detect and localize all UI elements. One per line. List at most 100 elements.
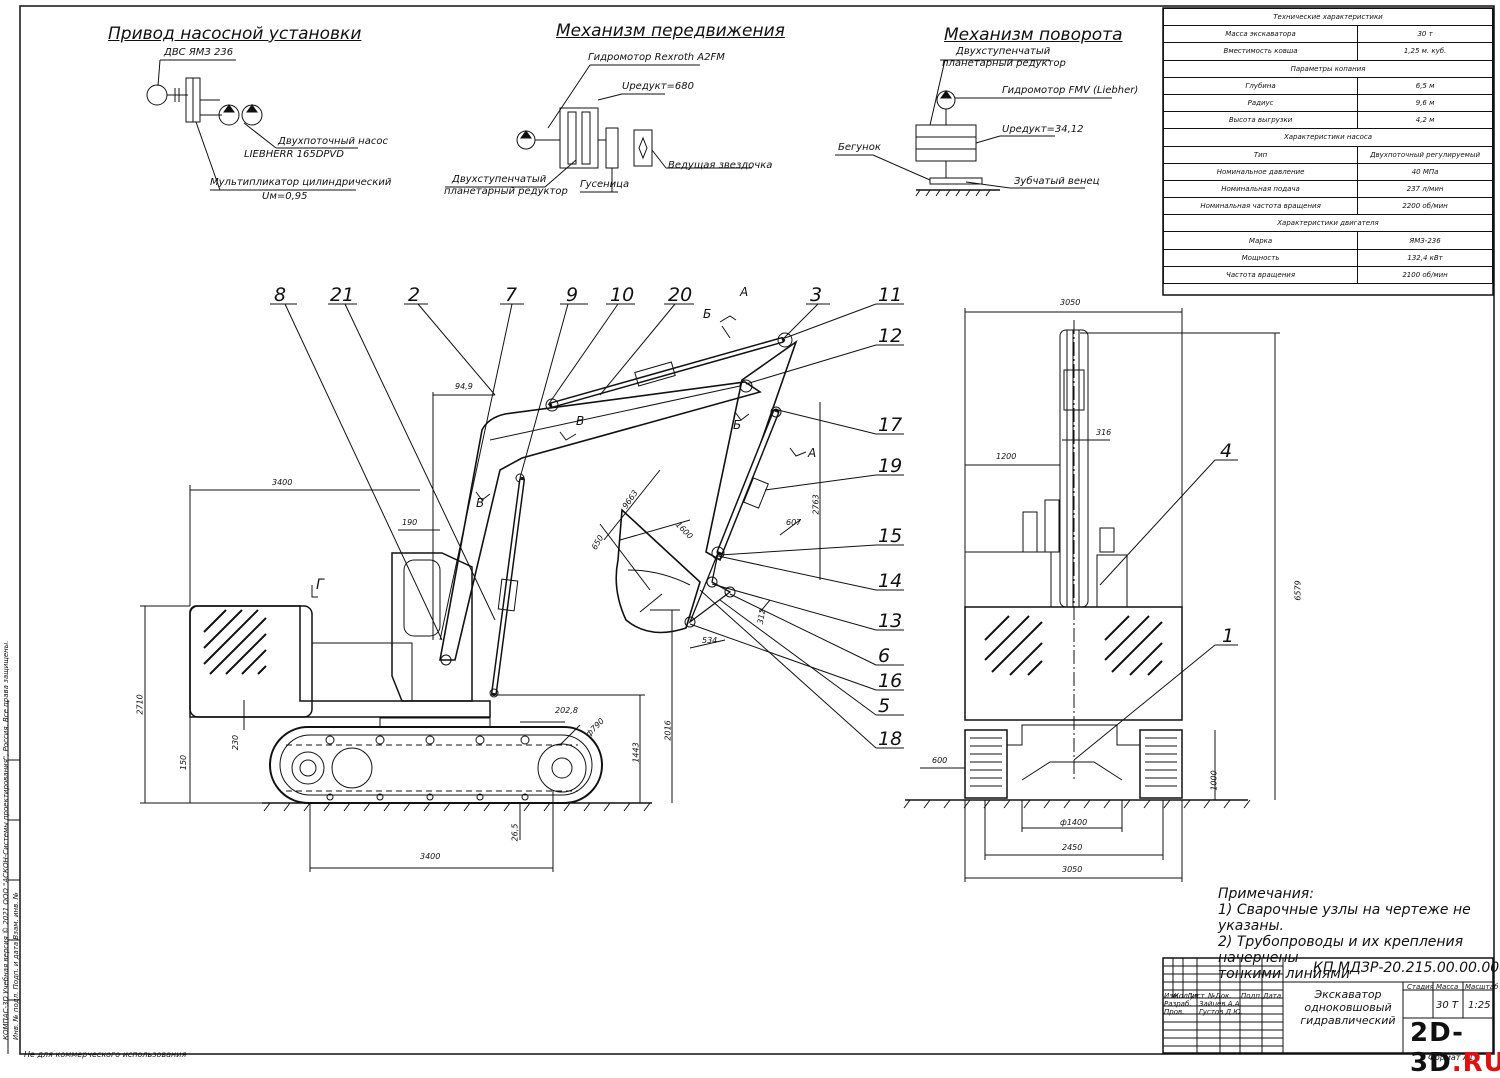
notes-line-1: 1) Сварочные узлы на чертеже не указаны.	[1218, 902, 1471, 934]
callout-4: 4	[1220, 440, 1233, 462]
watermark-right: .RU	[1451, 1048, 1500, 1078]
spec-value: 6,5 м	[1357, 76, 1493, 95]
dim-190: 190	[402, 518, 418, 527]
spec-section-title: Параметры копания	[1163, 59, 1493, 78]
notes-title: Примечания:	[1218, 886, 1314, 902]
callout-21: 21	[330, 284, 355, 306]
notes-line-2: 2) Трубопроводы и их крепления начерчены	[1218, 934, 1464, 966]
product-name: Экскаватор одноковшовый гидравлический	[1293, 988, 1403, 1027]
spec-value: 4,2 м	[1357, 111, 1493, 130]
sprocket-label: Ведущая звездочка	[668, 160, 773, 171]
callout-1: 1	[1222, 625, 1235, 647]
spec-section-header: Параметры копания	[1163, 59, 1493, 78]
spec-section-header: Характеристики двигателя	[1163, 214, 1493, 233]
callout-18: 18	[878, 728, 903, 750]
pump-model-label: LIEBHERR 165DPVD	[244, 149, 344, 160]
section-mark-a-top: А	[740, 285, 749, 299]
travel-reducer-1: Двухступенчатый	[452, 174, 547, 185]
excavator-front-view	[904, 308, 1280, 882]
ring-gear-label: Зубчатый венец	[1014, 176, 1100, 187]
dim-2016: 2016	[663, 720, 673, 741]
footer-note: Не для коммерческого использования	[24, 1050, 187, 1059]
excavator-side-view	[140, 304, 904, 872]
strip-columns: Инв. № подл. Подп. и дата Взам. инв. №	[12, 892, 20, 1040]
spec-value: 2200 об/мин	[1357, 197, 1493, 216]
spec-value: 30 т	[1357, 25, 1493, 44]
track-label: Гусеница	[580, 179, 630, 190]
spec-section-title: Характеристики двигателя	[1163, 214, 1493, 233]
col-kol: Кол.уч	[1174, 992, 1199, 1000]
spec-name: Частота вращения	[1162, 265, 1359, 285]
spec-value: 237 л/мин	[1357, 179, 1493, 199]
spec-name: Вместимость ковша	[1162, 42, 1359, 61]
sheet-frame	[20, 6, 1494, 1054]
section-mark-v-top: В	[576, 414, 585, 428]
spec-value: ЯМЗ-236	[1357, 231, 1493, 250]
swing-title: Механизм поворота	[944, 25, 1123, 45]
travel-scheme	[445, 65, 752, 192]
col-sign: Подп.	[1241, 992, 1263, 1000]
dim-6579: 6579	[1293, 580, 1303, 601]
callout-5: 5	[878, 695, 891, 717]
dim-2710: 2710	[135, 694, 145, 715]
notes-block: Примечания: 1) Сварочные узлы на чертеже…	[1218, 886, 1500, 982]
spec-name: Глубина	[1162, 76, 1359, 95]
side-strip: КОМПАС-3D Учебная версия © 2021 ООО "АСК…	[0, 640, 20, 1050]
spec-name: Номинальная частота вращения	[1162, 197, 1359, 216]
dim-1200: 1200	[996, 452, 1017, 461]
checker-role: Пров.	[1164, 1008, 1185, 1016]
callout-7: 7	[505, 284, 518, 306]
callout-2: 2	[408, 284, 421, 306]
title-block: КП.МДЗР-20.215.00.00.000СБ Экскаватор од…	[1163, 958, 1500, 1053]
spec-name: Масса экскаватора	[1162, 25, 1359, 44]
notes-line-3: тонкими линиями	[1218, 966, 1350, 982]
section-mark-v-bottom: В	[476, 496, 485, 510]
callout-17: 17	[878, 414, 903, 436]
swing-reducer-2: планетарный редуктор	[942, 58, 1066, 69]
callout-16: 16	[878, 670, 903, 692]
callout-6: 6	[878, 645, 891, 667]
copyright-text: КОМПАС-3D Учебная версия © 2021 ООО "АСК…	[2, 640, 10, 1040]
dim-3050-top: 3050	[1060, 298, 1081, 307]
swing-scheme	[835, 60, 1112, 196]
callout-9: 9	[566, 284, 579, 306]
product-name-3: гидравлический	[1300, 1014, 1396, 1027]
callout-13: 13	[878, 610, 903, 632]
product-name-1: Экскаватор	[1314, 988, 1382, 1001]
section-mark-b-top: Б	[703, 307, 712, 321]
spec-section-title: Характеристики насоса	[1163, 128, 1493, 147]
dim-600: 600	[932, 756, 948, 765]
col-doc: №Док.	[1208, 992, 1232, 1000]
product-name-2: одноковшовый	[1304, 1001, 1392, 1014]
dim-2028: 202,8	[555, 706, 578, 715]
dim-2450: 2450	[1062, 843, 1083, 852]
dim-3400-bottom: 3400	[420, 852, 441, 861]
spec-name: Радиус	[1162, 93, 1359, 113]
spec-section-header: Характеристики насоса	[1163, 128, 1493, 147]
travel-motor-label: Гидромотор Rexroth A2FM	[588, 52, 725, 63]
dim-230: 230	[231, 734, 241, 751]
dim-949: 94,9	[455, 382, 473, 391]
callout-19: 19	[878, 455, 903, 477]
spec-name: Высота выгрузки	[1162, 111, 1359, 130]
callout-3: 3	[810, 284, 823, 306]
dim-1400: ф1400	[1060, 818, 1088, 827]
section-mark-a-bottom: А	[808, 446, 817, 460]
section-mark-b-bottom: Б	[733, 418, 742, 432]
spec-name: Мощность	[1162, 248, 1359, 267]
spec-value: 1,25 м. куб.	[1357, 42, 1493, 61]
mass-label: Масса	[1436, 983, 1459, 991]
